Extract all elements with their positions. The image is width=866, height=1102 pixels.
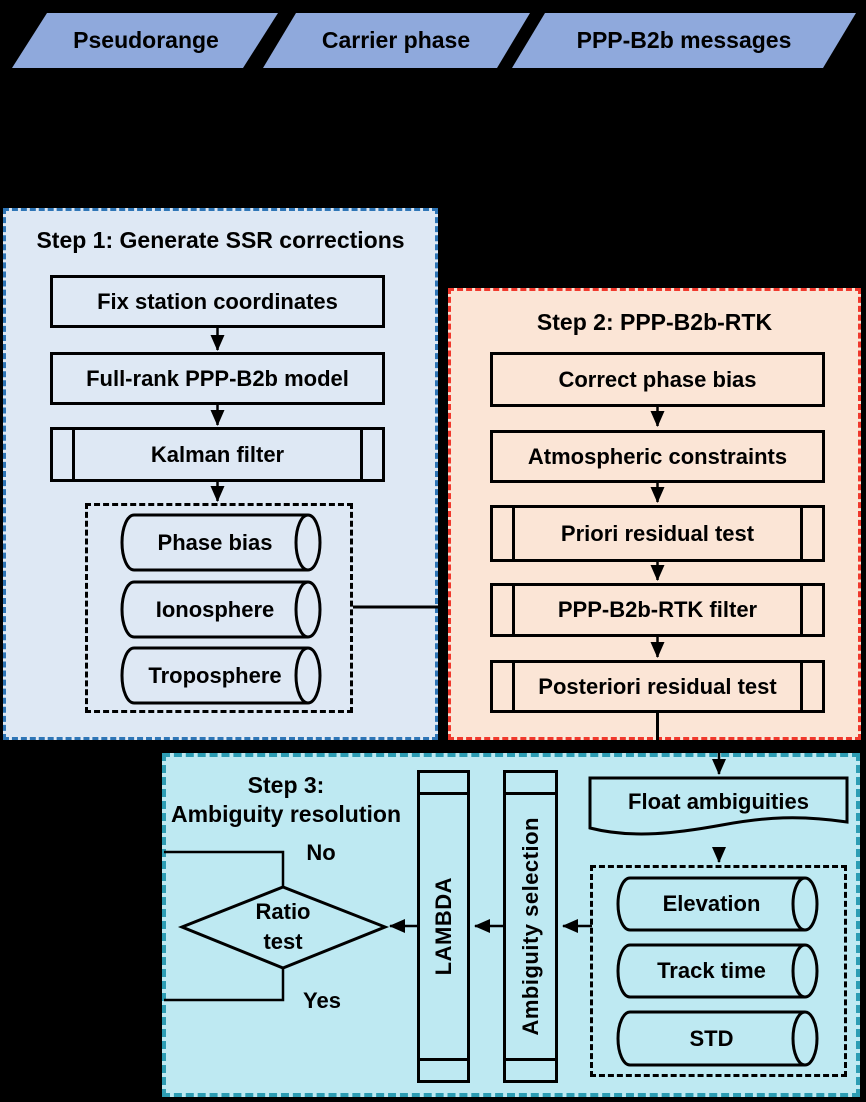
process-box-label: Kalman filter (150, 441, 285, 467)
side-bar (512, 662, 515, 711)
branch-yes-label: Yes (303, 988, 341, 1013)
ratio-test-line2: test (263, 929, 303, 954)
process-box-label: Correct phase bias (558, 366, 757, 392)
process-box-ppp-b2b-rtk-filter: PPP-B2b-RTK filter (490, 583, 825, 637)
side-bar (512, 585, 515, 635)
step1-title: Step 1: Generate SSR corrections (36, 227, 405, 253)
process-box-label: PPP-B2b-RTK filter (557, 597, 758, 622)
banner-ppp-b2b-messages-label: PPP-B2b messages (576, 27, 792, 53)
side-bar (800, 585, 803, 635)
process-box-label: LAMBDA (430, 877, 456, 976)
process-box-label: Atmospheric constraints (527, 443, 788, 469)
cylinder-label-track-time: Track time (657, 958, 766, 983)
ratio-test-text: Ratio test (256, 897, 311, 957)
side-bar (419, 792, 468, 795)
process-box-fix-station-coordinates: Fix station coordinates (50, 275, 385, 328)
process-box-label: Ambiguity selection (517, 817, 543, 1036)
process-box-lambda: LAMBDA (417, 770, 470, 1083)
process-box-label: Priori residual test (560, 520, 755, 546)
ssr-products-group-box (85, 503, 353, 713)
process-box-label: Full-rank PPP-B2b model (86, 365, 349, 391)
process-box-full-rank-model: Full-rank PPP-B2b model (50, 352, 385, 405)
cylinder-label-std: STD (689, 1025, 734, 1051)
side-bar (419, 1058, 468, 1061)
ratio-test-label: Ratio test (213, 896, 353, 958)
side-bar (72, 429, 75, 480)
process-box-ambiguity-selection: Ambiguity selection (503, 770, 558, 1083)
branch-no-label: No (306, 840, 336, 865)
step3-title-line2: Ambiguity resolution (171, 801, 401, 827)
side-bar (512, 507, 515, 560)
side-bar (800, 507, 803, 560)
side-bar (360, 429, 363, 480)
process-box-correct-phase-bias: Correct phase bias (490, 352, 825, 407)
side-bar (505, 1058, 556, 1061)
step3-title-line1: Step 3: (247, 772, 325, 798)
cylinder-label-ionosphere: Ionosphere (155, 596, 275, 622)
step2-title: Step 2: PPP-B2b-RTK (536, 309, 773, 335)
criteria-group-box (590, 865, 847, 1077)
cylinder-label-elevation: Elevation (662, 891, 761, 916)
process-box-label: Fix station coordinates (97, 288, 338, 314)
float-ambiguities-label: Float ambiguities (628, 789, 809, 814)
cylinder-label-troposphere: Troposphere (148, 662, 282, 688)
side-bar (505, 792, 556, 795)
banner-pseudorange-label: Pseudorange (73, 27, 219, 53)
process-box-priori-residual-test: Priori residual test (490, 505, 825, 562)
process-box-posteriori-residual-test: Posteriori residual test (490, 660, 825, 713)
step3-title: Step 3: Ambiguity resolution (162, 771, 410, 829)
process-box-kalman-filter: Kalman filter (50, 427, 385, 482)
ratio-test-line1: Ratio (255, 899, 311, 924)
cylinder-label-phase-bias: Phase bias (157, 529, 273, 555)
side-bar (800, 662, 803, 711)
banner-carrier-phase-label: Carrier phase (321, 27, 471, 53)
process-box-atmospheric-constraints: Atmospheric constraints (490, 430, 825, 483)
process-box-label: Posteriori residual test (538, 673, 777, 699)
